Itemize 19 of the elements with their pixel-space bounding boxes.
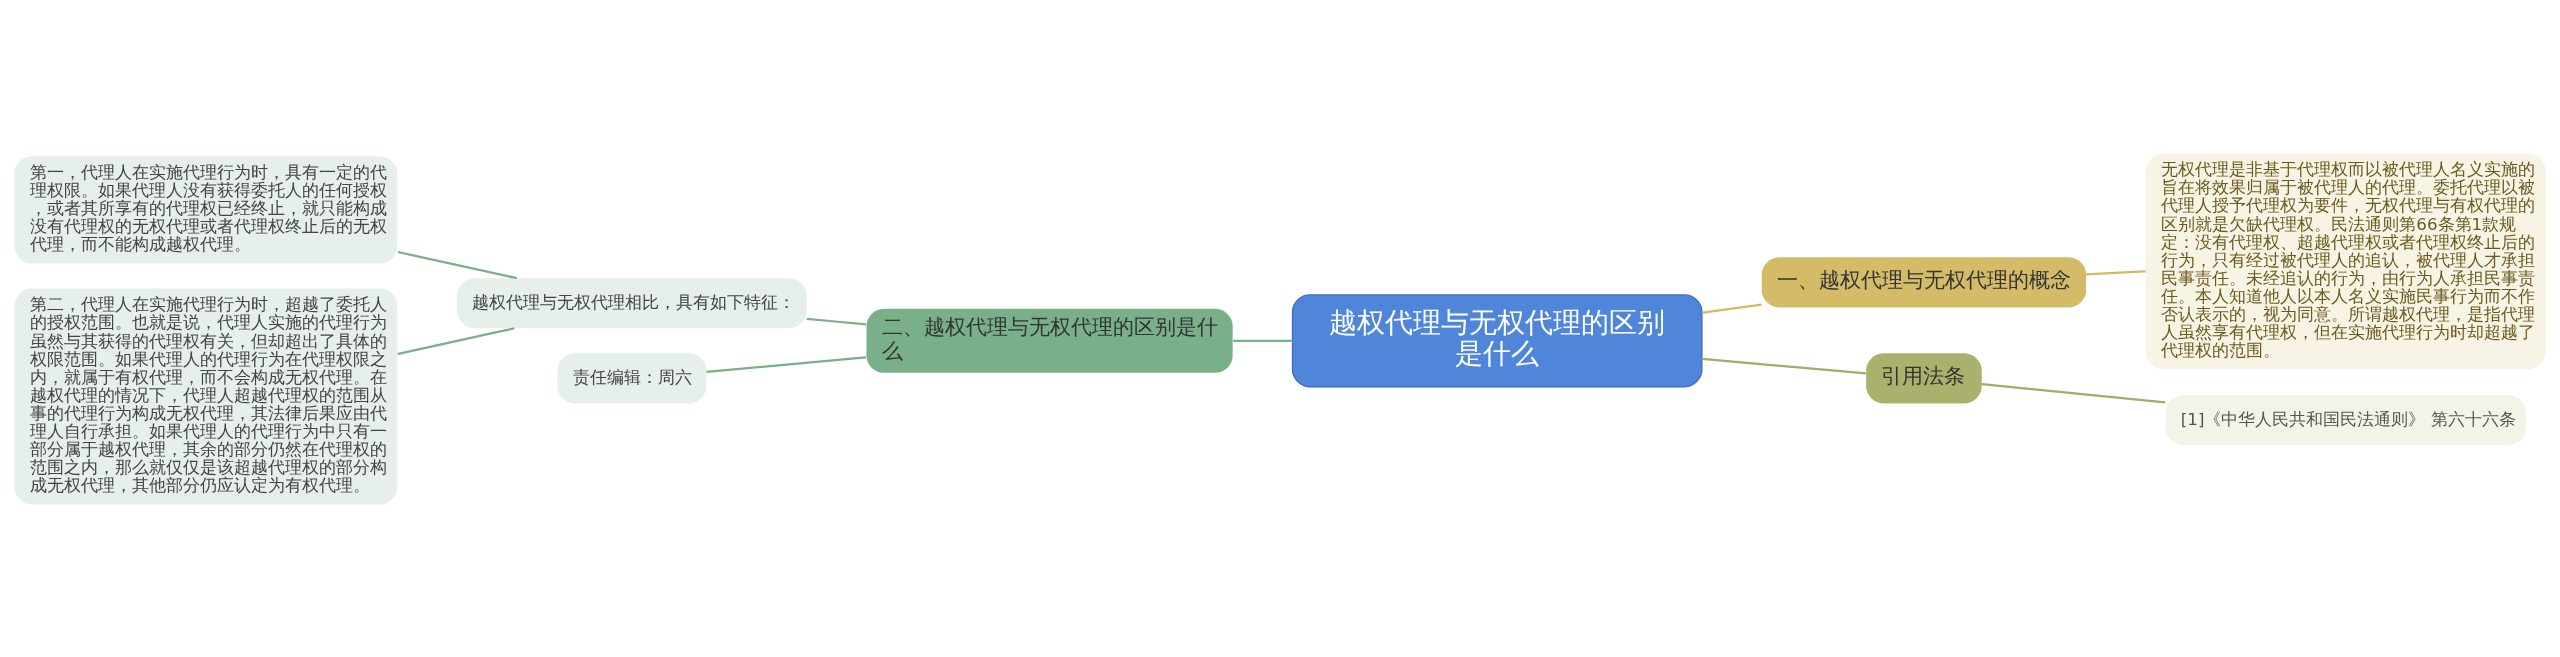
node-box: 责任编辑：周六 <box>557 352 707 403</box>
node-box: [1]《中华人民共和国民法通则》 第六十六条 <box>2165 394 2527 445</box>
connector <box>1233 339 1293 342</box>
node-box: 越权代理与无权代理相比，具有如下特征： <box>457 277 807 328</box>
node-box: 二、越权代理与无权代理的区别是什么 <box>866 308 1233 373</box>
connector <box>1981 382 2166 403</box>
connector <box>806 317 867 325</box>
node-box: 一、越权代理与无权代理的概念 <box>1761 256 2087 307</box>
connector <box>2086 269 2146 275</box>
connector <box>706 355 867 373</box>
node-box: 第一，代理人在实施代理行为时，具有一定的代理权限。如果代理人没有获得委托人的任何授权，或者其所享有的代理权已经终止，就只能构成没有代理权的无权代理或者代理权终止后的无权代理，而不能构成越权代理。 <box>14 155 398 264</box>
node-box: 第二，代理人在实施代理行为时，超越了委托人的授权范围。也就是说，代理人实施的代理行为虽然与其获得的代理权有关，但却超出了具体的权限范围。如果代理人的代理行为在代理权限之内，就属于有权代理，而不会构成无权代理。在越权代理的情况下，代理人超越代理权的范围从事的代理行为构成无权代理，其法律后果应由代理人自行承担。如果代理人的代理行为中只有一部分属于越权代理，其余的部分仍然在代理权的范围之内，那么就仅仅是该超越代理权的部分构成无权代理，其他部分仍应认定为有权代理。 <box>14 288 398 504</box>
connector <box>1701 357 1867 375</box>
node-box: 引用法条 <box>1866 352 1982 403</box>
connector <box>1701 302 1762 314</box>
connector <box>397 250 517 279</box>
node-box: 无权代理是非基于代理权而以被代理人名义实施的旨在将效果归属于被代理人的代理。委托代理以被代理人授予代理权为要件，无权代理与有权代理的区别就是欠缺代理权。民法通则第66条第1款规定：没有代理权、超越代理权或者代理权终止后的行为，只有经过被代理人的追认，被代理人才承担民事责任。未经追认的行为，由行为人承担民事责任。本人知道他人以本人名义实施民事行为而不作否认表示的，视为同意。所谓越权代理，是指代理人虽然享有代理权，但在实施代理行为时却超越了代理权的范围。 <box>2146 153 2546 369</box>
connector <box>397 326 515 355</box>
node-box: 越权代理与无权代理的区别是什么 <box>1291 293 1703 387</box>
